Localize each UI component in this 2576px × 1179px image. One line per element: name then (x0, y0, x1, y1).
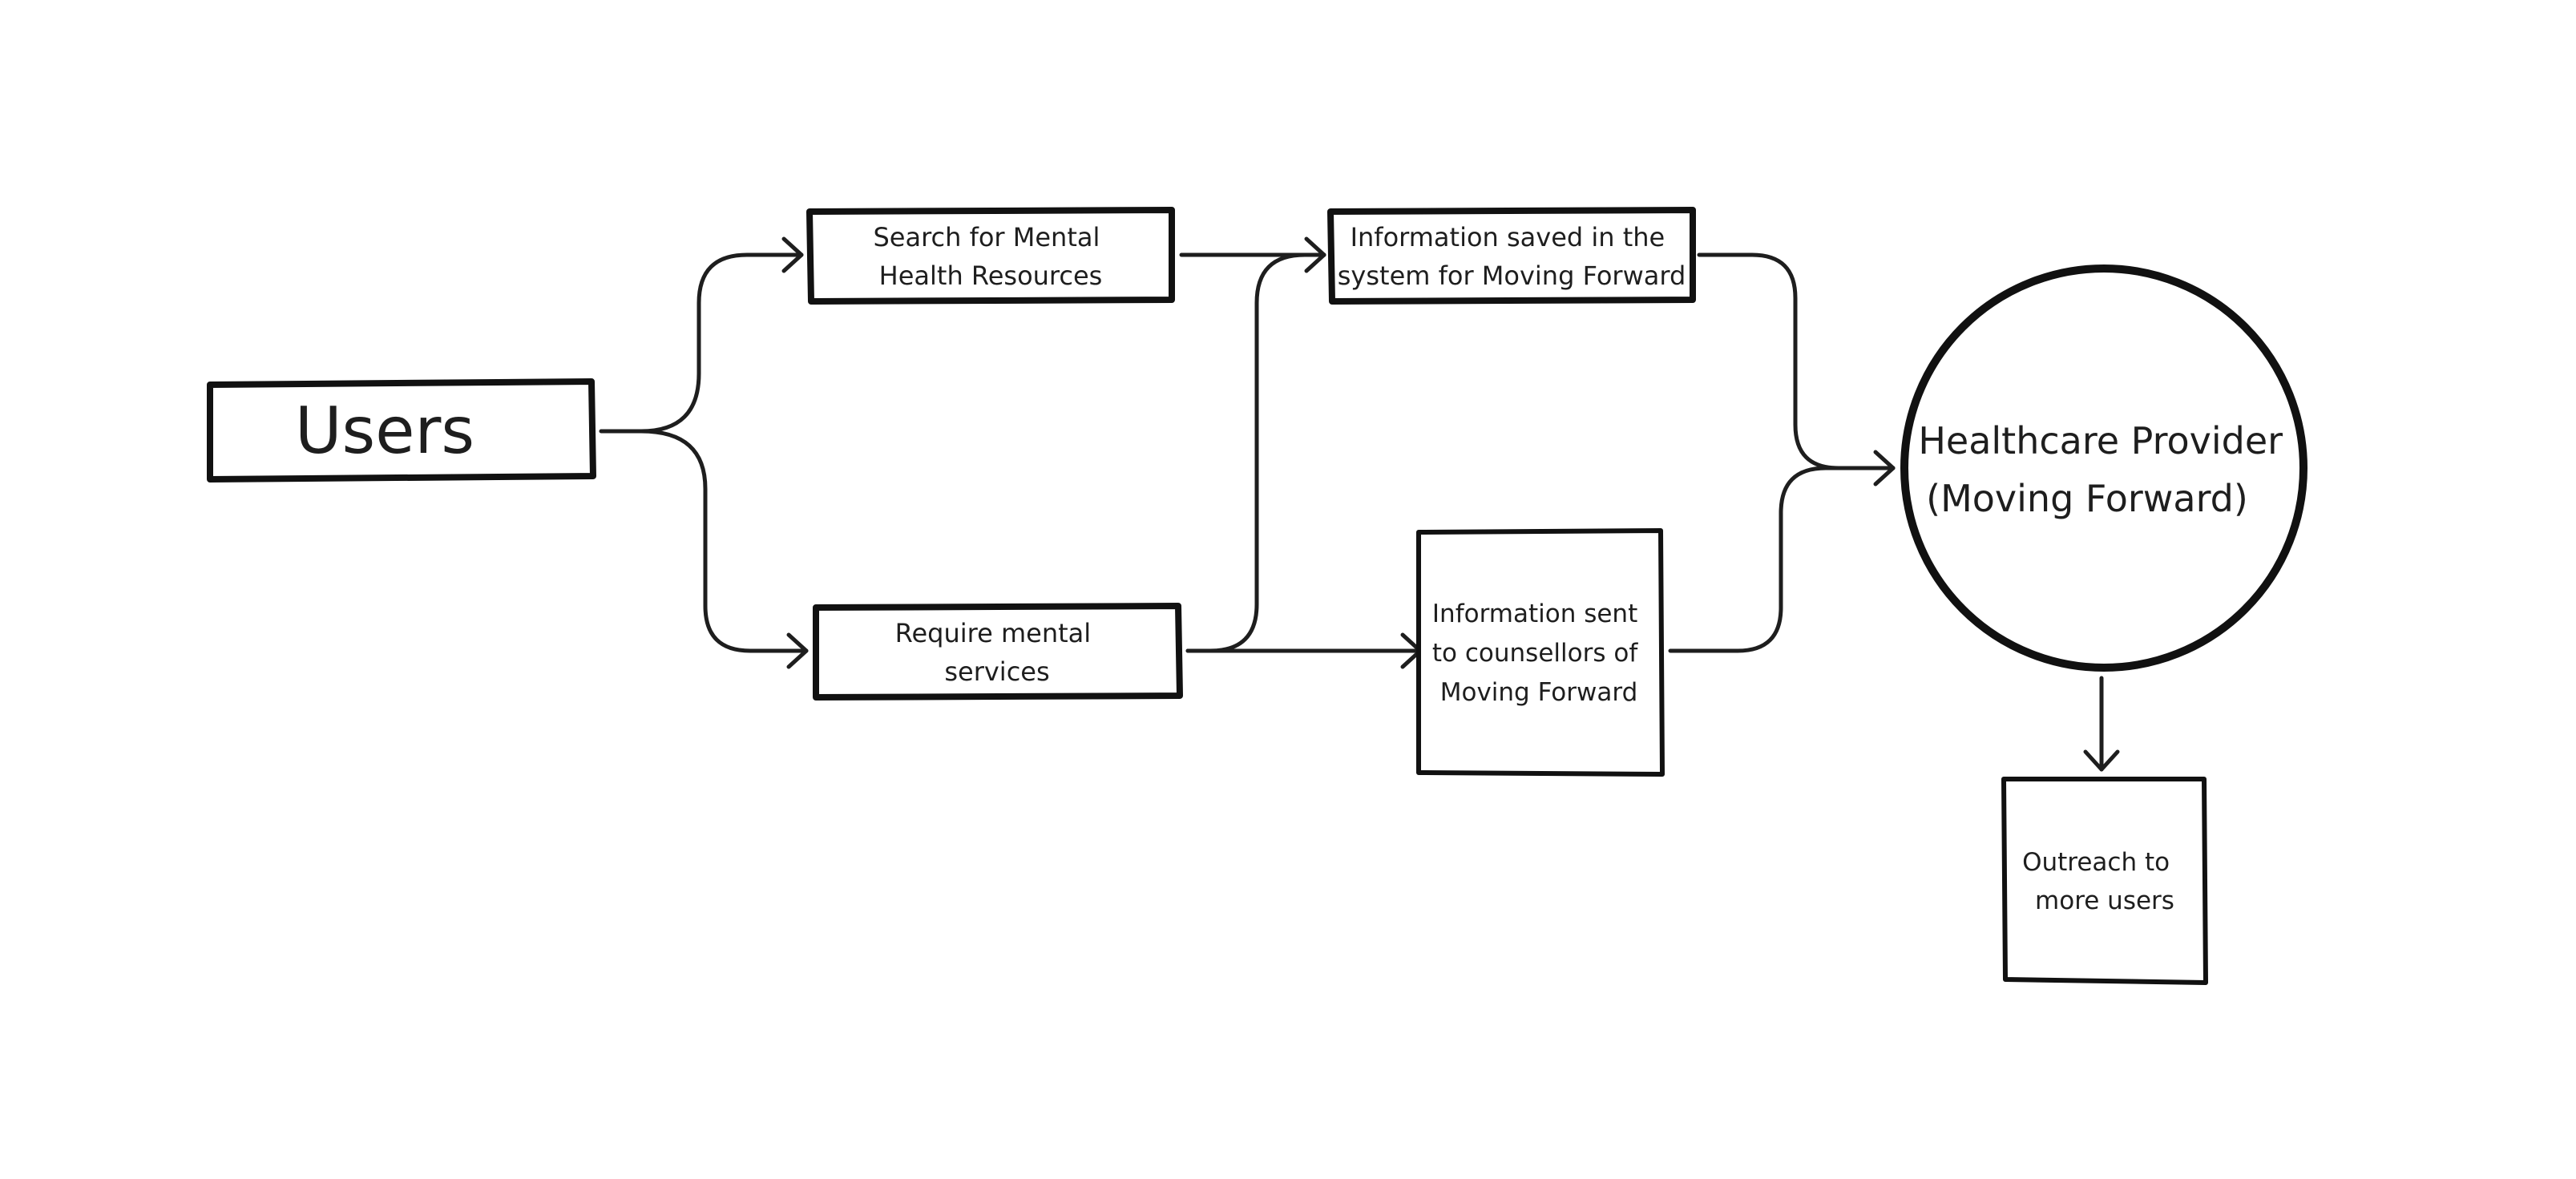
node-saved: Information saved in the system for Movi… (1327, 207, 1696, 305)
node-require-line: Require mental (895, 618, 1091, 648)
arrowhead-to-provider (1873, 450, 1896, 487)
node-search-label: Search for Mental Health Resources (873, 222, 1108, 291)
node-users: Users (207, 378, 596, 483)
arrowhead-users-to-require (786, 632, 809, 669)
node-users-box (207, 378, 596, 483)
node-provider-line: (Moving Forward) (1926, 477, 2248, 520)
edge-saved-to-provider (1697, 252, 1896, 470)
node-search-line: Health Resources (879, 260, 1103, 291)
node-provider-label: Healthcare Provider (Moving Forward) (1918, 419, 2294, 520)
arrowhead-to-outreach (2083, 749, 2120, 772)
node-users-line: Users (295, 394, 474, 468)
node-outreach-line: Outreach to (2022, 848, 2170, 877)
node-provider: Healthcare Provider (Moving Forward) (1900, 264, 2307, 672)
node-saved-line: Information saved in the (1351, 222, 1666, 252)
node-require-box (813, 603, 1183, 701)
node-search-line: Search for Mental (873, 222, 1100, 252)
node-outreach-line: more users (2035, 886, 2174, 915)
node-sent-line: Information sent (1432, 600, 1637, 628)
node-require-label: Require mental services (895, 618, 1100, 687)
node-saved-label: Information saved in the system for Movi… (1338, 222, 1686, 291)
node-users-label: Users (295, 394, 474, 468)
node-require-line: services (944, 656, 1049, 687)
arrowhead-to-saved (1304, 236, 1326, 273)
node-sent-box (1416, 528, 1665, 777)
node-require: Require mental services (813, 603, 1183, 701)
arrowhead-users-to-search (781, 236, 804, 273)
node-outreach-label: Outreach to more users (2022, 848, 2178, 915)
node-search: Search for Mental Health Resources (806, 207, 1175, 305)
node-sent-line: Moving Forward (1440, 678, 1638, 707)
node-saved-line: system for Moving Forward (1338, 260, 1686, 291)
node-search-box (806, 207, 1175, 305)
edge-require-to-saved (1185, 252, 1326, 653)
node-provider-line: Healthcare Provider (1918, 419, 2283, 462)
edge-sent-to-provider (1668, 466, 1896, 653)
node-outreach: Outreach to more users (2001, 777, 2208, 985)
node-saved-box (1327, 207, 1696, 305)
edge-users-to-search (599, 252, 804, 434)
edge-users-to-require (639, 429, 809, 653)
node-outreach-box (2001, 777, 2208, 985)
connectors (599, 236, 2120, 772)
node-sent-line: to counsellors of (1432, 639, 1638, 668)
node-provider-circle (1900, 264, 2307, 672)
node-sent: Information sent to counsellors of Movin… (1416, 528, 1665, 777)
node-sent-label: Information sent to counsellors of Movin… (1432, 600, 1645, 707)
